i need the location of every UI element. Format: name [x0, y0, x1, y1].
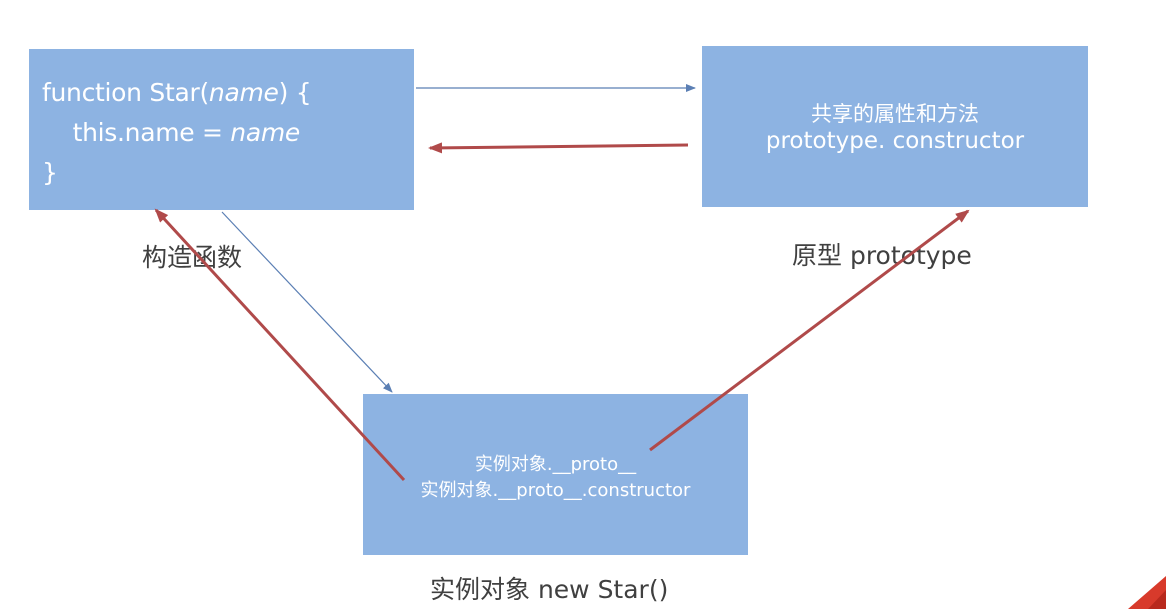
constructor-code: function Star(name) { this.name = name} [42, 73, 312, 193]
prototype-box: 共享的属性和方法 prototype. constructor [702, 46, 1088, 207]
code-line-1-param: name [208, 78, 279, 107]
caption-prototype: 原型 prototype [792, 241, 972, 270]
instance-box: 实例对象.__proto__ 实例对象.__proto__.constructo… [363, 394, 748, 555]
corner-logo-icon [1128, 576, 1166, 609]
code-line-2: this.name = name [42, 113, 311, 153]
instance-box-line-2: 实例对象.__proto__.constructor [420, 480, 691, 501]
arrow-prototype-to-constructor [428, 142, 689, 154]
prototype-box-line-2: prototype. constructor [765, 128, 1025, 154]
instance-box-line-1: 实例对象.__proto__ [474, 454, 637, 475]
caption-constructor: 构造函数 [142, 243, 243, 272]
arrow-constructor-to-instance [221, 211, 393, 393]
code-line-1-post: ) { [278, 78, 312, 107]
code-line-1: function Star(name) { [42, 73, 312, 113]
code-line-1-pre: function Star( [42, 78, 209, 107]
code-line-2-param: name [230, 118, 300, 147]
constructor-box: function Star(name) { this.name = name} [29, 49, 414, 210]
caption-instance: 实例对象 new Star() [430, 575, 669, 604]
code-line-3: } [42, 158, 58, 187]
prototype-box-line-1: 共享的属性和方法 [811, 102, 979, 126]
code-line-2-pre: this.name = [42, 118, 231, 147]
